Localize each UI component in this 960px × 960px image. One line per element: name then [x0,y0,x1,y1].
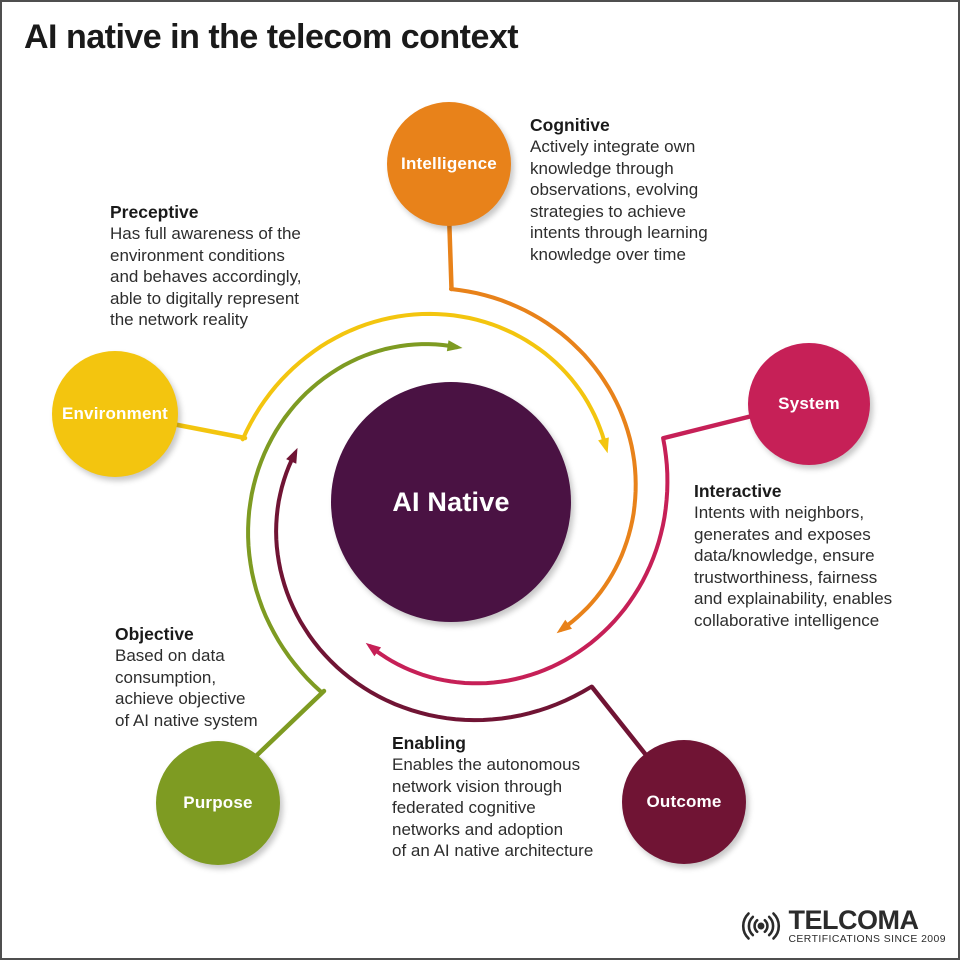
node-environment: Environment [52,351,178,477]
connector-outcome [589,684,653,763]
node-ai-native-label: AI Native [392,486,510,517]
arc-intelligence [449,287,638,632]
node-outcome: Outcome [622,740,746,864]
block-cognitive-heading: Cognitive [530,115,610,135]
node-purpose: Purpose [156,741,280,865]
node-purpose-label: Purpose [183,793,253,812]
arrowhead-outcome [286,447,298,464]
arrowhead-system [365,642,382,657]
node-system: System [748,343,870,465]
arc-outcome [274,451,594,723]
node-environment-label: Environment [61,404,169,423]
arc-purpose [246,342,459,695]
block-preceptive-heading: Preceptive [110,202,199,222]
connector-intelligence [446,211,454,292]
page-title: AI native in the telecom context [24,18,519,56]
block-interactive: Interactive Intents with neighbors,gener… [694,481,892,631]
arrowhead-purpose [446,340,463,352]
block-enabling-heading: Enabling [392,733,466,753]
node-system-label: System [778,394,840,413]
node-intelligence-label: Intelligence [401,154,497,173]
connector-purpose [251,688,327,761]
logo-name: TELCOMA [788,905,919,935]
block-objective-heading: Objective [115,624,194,644]
block-interactive-heading: Interactive [694,481,782,501]
logo-tagline: CERTIFICATIONS SINCE 2009 [788,934,946,945]
connector-system [661,411,763,441]
telcoma-logo: TELCOMA CERTIFICATIONS SINCE 2009 [738,904,946,948]
arrowhead-intelligence [556,619,572,634]
signal-icon [742,912,781,940]
arc-environment [240,311,608,450]
node-ai-native: AI Native [331,382,571,622]
arc-system [368,436,670,686]
arrowhead-environment [598,437,609,454]
node-intelligence: Intelligence [387,102,511,226]
logo-text: TELCOMA CERTIFICATIONS SINCE 2009 [788,905,946,946]
block-interactive-body: Intents with neighbors,generates and exp… [694,503,893,630]
node-outcome-label: Outcome [646,792,722,811]
